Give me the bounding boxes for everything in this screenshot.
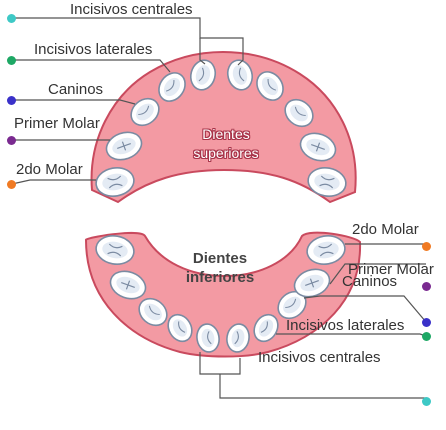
upper-gum [90, 50, 357, 204]
lower-dot-2do-molar [422, 242, 431, 251]
upper-tooth-incisivo-lateral-left [158, 72, 186, 102]
lower-tooth-incisivo-lateral-right [253, 313, 279, 343]
upper-tooth-primer-molar-right [299, 132, 337, 162]
upper-dot-primer-molar [7, 136, 16, 145]
upper-dot-incisivos-laterales [7, 56, 16, 65]
upper-label-incisivos-laterales: Incisivos laterales [34, 41, 153, 58]
upper-leader-incisivos-centrales-branch [199, 38, 206, 65]
upper-tooth-primer-molar-left [105, 131, 143, 161]
upper-leader-2do-molar [11, 179, 96, 185]
upper-tooth-incisivo-lateral-right [256, 71, 284, 101]
gum-shapes [84, 50, 362, 358]
upper-label-incisivos-centrales: Incisivos centrales [70, 1, 193, 18]
upper-dot-2do-molar [7, 180, 16, 189]
lower-title-line2: inferiores [185, 269, 255, 286]
upper-dot-incisivos-centrales [7, 14, 16, 23]
upper-label-caninos: Caninos [48, 81, 104, 98]
teeth-group [95, 59, 347, 353]
upper-title-line2: superiores [193, 145, 259, 161]
lower-dot-caninos [422, 318, 431, 327]
lower-label-incisivos-centrales: Incisivos centrales [258, 349, 381, 366]
lower-label-incisivos-laterales: Incisivos laterales [286, 317, 405, 334]
lower-tooth-canino-left [138, 297, 168, 327]
upper-tooth-2do-molar-right [307, 167, 347, 197]
lower-jaw-title: Dientes inferiores [168, 249, 272, 287]
lower-tooth-primer-molar-left [109, 270, 147, 300]
lower-label-caninos: Caninos [342, 273, 398, 290]
lower-tooth-incisivo-central-left [196, 323, 220, 353]
lower-tooth-2do-molar-right [306, 235, 346, 265]
upper-title-line1: Dientes [202, 126, 250, 142]
lower-dot-incisivos-centrales [422, 397, 431, 406]
lower-title-line1: Dientes [192, 250, 248, 267]
upper-label-2do-molar: 2do Molar [16, 161, 83, 178]
upper-tooth-incisivo-central-left [189, 59, 217, 91]
upper-jaw-title: Dientes superiores [176, 125, 276, 163]
upper-leader-incisivos-laterales [12, 59, 171, 73]
lower-leader-caninos [303, 295, 427, 323]
lower-leader-primer-molar [329, 263, 426, 285]
lower-tooth-incisivo-central-right [226, 323, 250, 353]
lower-leader-incisivos-centrales [219, 374, 426, 399]
upper-label-primer-molar: Primer Molar [14, 115, 100, 132]
upper-tooth-canino-right [284, 98, 314, 128]
upper-dot-caninos [7, 96, 16, 105]
upper-tooth-incisivo-central-right [226, 59, 254, 91]
lower-tooth-primer-molar-right [293, 268, 331, 298]
lower-label-2do-molar: 2do Molar [352, 221, 419, 238]
upper-tooth-2do-molar-left [95, 167, 135, 197]
upper-leader-caninos [12, 99, 136, 105]
lower-dot-incisivos-laterales [422, 332, 431, 341]
lower-dot-primer-molar [422, 282, 431, 291]
lower-tooth-2do-molar-left [95, 235, 135, 265]
upper-tooth-canino-left [130, 97, 160, 127]
lower-label-primer-molar: Primer Molar [348, 261, 434, 278]
lower-tooth-incisivo-lateral-left [167, 313, 193, 343]
